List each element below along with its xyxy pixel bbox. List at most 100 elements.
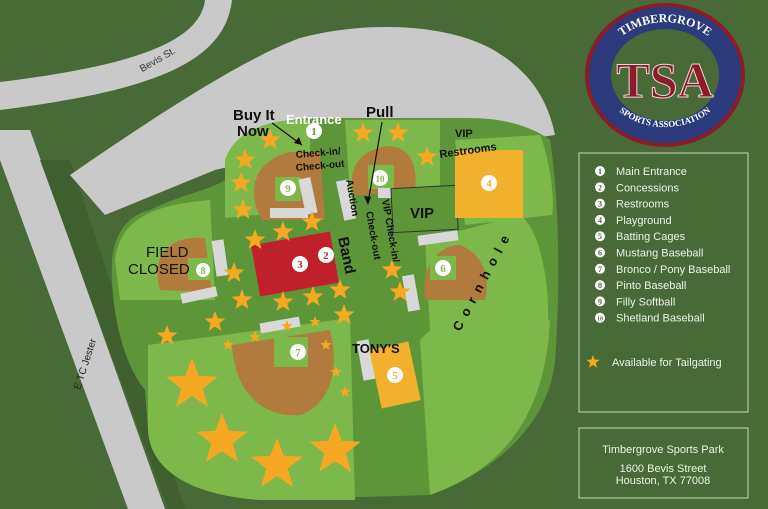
svg-text:6: 6 xyxy=(440,263,446,275)
svg-text:TSA: TSA xyxy=(616,52,713,108)
tailgating-star-icon[interactable] xyxy=(309,423,361,472)
pull-arrow xyxy=(367,121,383,204)
tailgating-star-icon[interactable] xyxy=(281,320,293,331)
legend-number-icon xyxy=(595,312,605,323)
tailgating-star-icon[interactable] xyxy=(330,366,342,377)
legend-label: Filly Softball xyxy=(616,296,675,308)
legend-label: Playground xyxy=(616,215,672,227)
legend-item: 5 Batting Cages xyxy=(595,231,686,243)
legend-label: Shetland Baseball xyxy=(616,313,705,325)
tailgating-star-icon[interactable] xyxy=(301,211,323,231)
field-closed-label: FIELD xyxy=(146,244,189,261)
legend-item: 7 Bronco / Pony Baseball xyxy=(595,263,730,276)
svg-text:4: 4 xyxy=(486,178,492,190)
legend-number: 7 xyxy=(598,265,602,274)
legend-label: Main Entrance xyxy=(616,166,687,178)
marker-2[interactable]: 2 xyxy=(318,247,334,263)
tailgating-star-icon[interactable] xyxy=(251,438,303,487)
tailgating-star-icon[interactable] xyxy=(249,331,261,342)
marker-5[interactable]: 5 xyxy=(387,367,403,383)
legend-label: Concessions xyxy=(616,182,679,194)
tailgating-star-icon[interactable] xyxy=(166,358,218,407)
tailgating-star-icon[interactable] xyxy=(389,281,411,301)
tailgating-star-icon[interactable] xyxy=(222,339,234,350)
marker-6[interactable]: 6 xyxy=(435,260,451,276)
legend-number: 9 xyxy=(598,297,602,306)
vip-label: VIP xyxy=(410,205,434,222)
address-box: Timbergrove Sports Park 1600 Bevis Stree… xyxy=(578,427,749,499)
legend-number: 6 xyxy=(598,249,602,258)
legend-label: Batting Cages xyxy=(616,231,686,243)
check-in-label: Check-in/ xyxy=(295,146,341,161)
legend-number: 5 xyxy=(598,232,602,241)
tailgating-star-icon[interactable] xyxy=(234,149,256,169)
tailgating-star-icon[interactable] xyxy=(196,413,248,462)
marker-9[interactable]: 9 xyxy=(280,180,296,196)
tailgating-star-icon[interactable] xyxy=(333,304,355,324)
legend-number: 3 xyxy=(598,200,602,209)
legend-label: Bronco / Pony Baseball xyxy=(616,264,730,276)
legend-tailgating: Available for Tailgating xyxy=(612,357,722,369)
bevis-street xyxy=(0,0,232,110)
tailgating-star-icon[interactable] xyxy=(156,325,178,345)
address-city: Houston, TX 77008 xyxy=(616,475,711,487)
cornhole-area xyxy=(420,320,550,495)
tailgating-star-icon[interactable] xyxy=(272,221,294,241)
tailgating-star-icon[interactable] xyxy=(309,316,321,327)
legend-star-icon xyxy=(586,355,600,368)
legend-item: 9 Filly Softball xyxy=(595,296,675,308)
svg-text:5: 5 xyxy=(392,370,398,382)
svg-text:1: 1 xyxy=(311,126,317,138)
field-closed-label-2: CLOSED xyxy=(128,261,190,278)
tailgating-star-icon[interactable] xyxy=(381,259,403,279)
tailgating-star-icon[interactable] xyxy=(302,286,324,306)
buy-it-now-label: Buy It xyxy=(233,107,275,124)
tailgating-star-icon[interactable] xyxy=(272,291,294,311)
tailgating-star-icon[interactable] xyxy=(244,229,266,249)
tailgating-star-icon[interactable] xyxy=(231,289,253,309)
tailgating-star-icon[interactable] xyxy=(223,262,245,282)
legend-number-icon xyxy=(595,231,605,242)
arrow-head-icon xyxy=(364,196,371,205)
marker-4[interactable]: 4 xyxy=(481,175,497,191)
legend-number-icon xyxy=(595,182,605,193)
legend-number-icon xyxy=(595,166,605,176)
legend-item: 2 Concessions xyxy=(595,182,679,194)
tailgating-star-icon[interactable] xyxy=(339,386,351,397)
tsa-logo: TIMBERGROVE SPORTS ASSOCIATION TSA xyxy=(585,3,745,147)
tailgating-star-icon[interactable] xyxy=(232,199,254,219)
legend-number-icon xyxy=(595,263,605,274)
legend-number-icon xyxy=(595,247,605,258)
entrance-label: Entrance xyxy=(286,112,342,127)
tailgating-star-icon[interactable] xyxy=(204,311,226,331)
marker-8[interactable]: 8 xyxy=(196,263,210,277)
tailgating-star-icon[interactable] xyxy=(352,122,374,142)
tailgating-star-icon[interactable] xyxy=(416,146,438,166)
park-name: Timbergrove Sports Park xyxy=(602,444,724,456)
tailgating-star-icon[interactable] xyxy=(230,172,252,192)
tailgating-star-icon[interactable] xyxy=(329,279,351,299)
legend-number-icon xyxy=(595,280,605,291)
svg-text:9: 9 xyxy=(285,183,291,195)
svg-text:3: 3 xyxy=(297,259,303,271)
arrow-head-icon xyxy=(294,137,302,145)
legend-number: 2 xyxy=(598,183,602,192)
legend-number: 1 xyxy=(598,167,602,176)
marker-7[interactable]: 7 xyxy=(290,344,306,360)
jester-road xyxy=(0,130,165,509)
marker-1[interactable]: 1 xyxy=(306,123,322,139)
buy-it-now-label-2: Now xyxy=(237,123,269,140)
marker-3[interactable]: 3 xyxy=(292,256,308,272)
tailgating-star-icon[interactable] xyxy=(387,122,409,142)
tailgating-star-icon[interactable] xyxy=(259,129,281,149)
tailgating-star-icon[interactable] xyxy=(320,339,332,350)
marker-10[interactable]: 10 xyxy=(372,170,388,186)
tailgating-stars xyxy=(156,122,438,487)
pull-label: Pull xyxy=(366,104,394,121)
svg-text:10: 10 xyxy=(376,174,386,184)
legend-number-icon xyxy=(595,198,605,209)
